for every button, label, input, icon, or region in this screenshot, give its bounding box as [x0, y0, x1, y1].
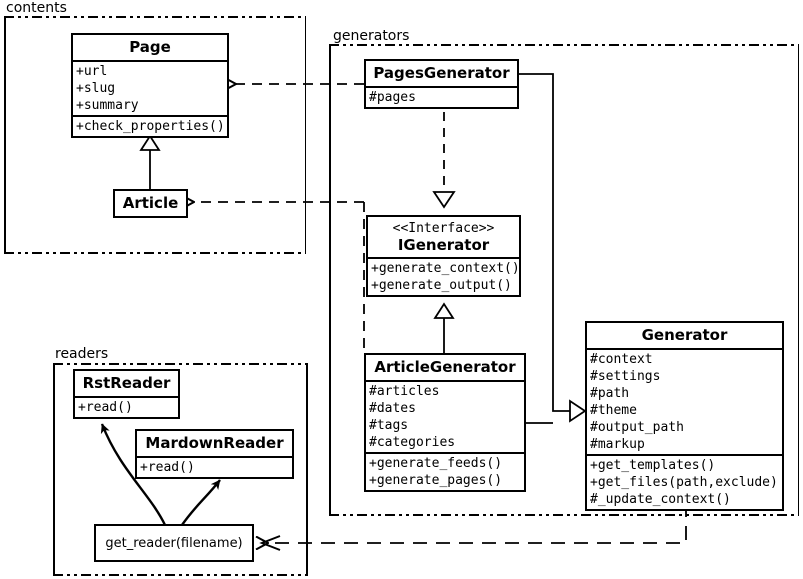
class-name-generator: Generator [641, 326, 728, 344]
class-box-pagesgenerator[interactable]: PagesGenerator #pages [364, 59, 519, 109]
class-name-mardownreader: MardownReader [145, 434, 284, 452]
attribute: +summary [76, 98, 139, 113]
class-box-generator[interactable]: Generator #context #settings #path #them… [585, 321, 784, 511]
attribute: #categories [369, 435, 456, 450]
package-label-contents: contents [4, 0, 70, 16]
class-attributes-page: +url +slug +summary [73, 60, 227, 115]
class-box-mardownreader[interactable]: MardownReader +read() [135, 429, 294, 479]
function-name-get-reader: get_reader(filename) [105, 535, 243, 551]
operation: +generate_context() [371, 261, 520, 276]
class-box-rstreader[interactable]: RstReader +read() [73, 369, 180, 419]
operation: +get_templates() [590, 458, 716, 473]
attribute: #articles [369, 384, 440, 399]
class-name-text-igenerator: IGenerator [397, 236, 490, 254]
class-operations-page: +check_properties() [73, 115, 227, 136]
attribute: #theme [590, 403, 637, 418]
operation: #_update_context() [590, 492, 731, 507]
class-box-igenerator[interactable]: <<Interface>> IGenerator +generate_conte… [366, 215, 521, 297]
operation: +read() [140, 460, 195, 475]
class-attributes-articlegenerator: #articles #dates #tags #categories [366, 380, 524, 452]
operation: +generate_pages() [369, 473, 503, 488]
class-name-igenerator: <<Interface>> IGenerator [368, 217, 519, 257]
class-name-page: Page [129, 38, 171, 56]
class-box-article[interactable]: Article [113, 189, 188, 218]
operation: +check_properties() [76, 119, 225, 134]
class-name-article: Article [122, 194, 179, 212]
operation: +get_files(path,exclude) [590, 475, 778, 490]
class-attributes-pagesgenerator: #pages [366, 86, 517, 107]
class-name-pagesgenerator: PagesGenerator [373, 64, 510, 82]
class-operations-mardownreader: +read() [137, 456, 292, 477]
class-box-page[interactable]: Page +url +slug +summary +check_properti… [71, 33, 229, 138]
operation: +generate_output() [371, 278, 512, 293]
operation: +read() [78, 400, 133, 415]
class-name-articlegenerator: ArticleGenerator [374, 358, 516, 376]
package-label-generators: generators [331, 28, 413, 44]
operation: +generate_feeds() [369, 456, 503, 471]
attribute: #context [590, 352, 653, 367]
class-box-articlegenerator[interactable]: ArticleGenerator #articles #dates #tags … [364, 353, 526, 492]
attribute: #tags [369, 418, 409, 433]
attribute: #pages [369, 90, 416, 105]
attribute: #dates [369, 401, 416, 416]
class-attributes-generator: #context #settings #path #theme #output_… [587, 348, 782, 454]
class-operations-rstreader: +read() [75, 396, 178, 417]
attribute: #path [590, 386, 630, 401]
attribute: #markup [590, 437, 645, 452]
attribute: +slug [76, 81, 116, 96]
attribute: +url [76, 64, 108, 79]
attribute: #settings [590, 369, 661, 384]
attribute: #output_path [590, 420, 684, 435]
function-box-get-reader[interactable]: get_reader(filename) [94, 524, 254, 562]
class-operations-articlegenerator: +generate_feeds() +generate_pages() [366, 452, 524, 490]
class-name-rstreader: RstReader [82, 374, 171, 392]
class-operations-generator: +get_templates() +get_files(path,exclude… [587, 454, 782, 509]
class-stereotype-igenerator: <<Interface>> [392, 221, 495, 236]
package-label-readers: readers [53, 346, 112, 362]
class-operations-igenerator: +generate_context() +generate_output() [368, 257, 520, 295]
